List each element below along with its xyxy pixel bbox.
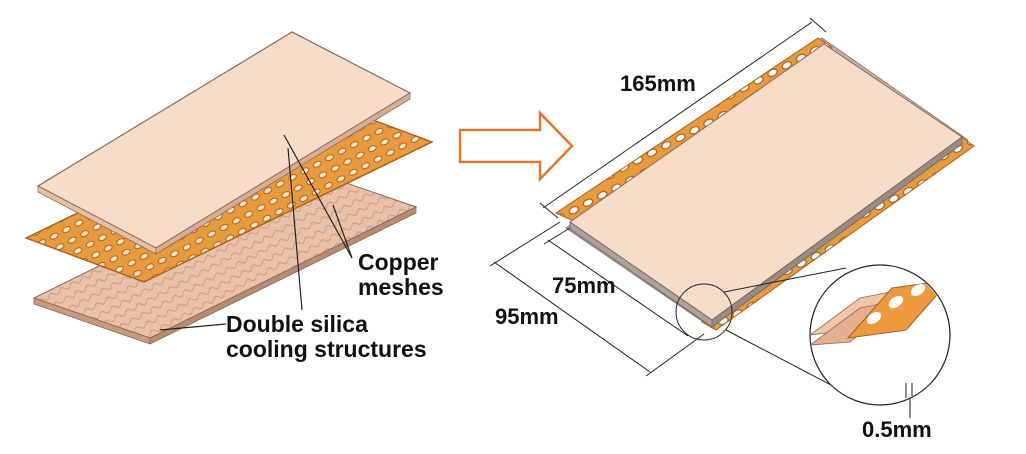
dim-outer-line — [493, 261, 651, 373]
zoom-mesh-hole-2 — [888, 295, 904, 309]
dim-length-ext-left — [539, 202, 559, 219]
copper-meshes-label-line2: meshes — [358, 273, 444, 300]
dim-outer-width-label: 95mm — [495, 304, 559, 329]
dim-inner-line — [547, 239, 689, 337]
transform-arrow-icon — [458, 109, 574, 183]
dim-length-line — [542, 21, 813, 209]
leader-copper-top — [283, 134, 353, 259]
dim-outer-ext — [489, 221, 561, 267]
silica-label-line1: Double silica — [226, 311, 368, 337]
assembled-module — [554, 37, 975, 331]
assembled-mesh-edge-left — [554, 37, 833, 222]
dimension-lines — [489, 17, 827, 377]
silica-top-side — [155, 92, 411, 255]
dim-length-label: 165mm — [620, 71, 696, 96]
leader-lines — [159, 134, 353, 331]
dim-outer-ext-right — [645, 333, 705, 377]
leader-copper-mesh — [332, 204, 353, 259]
detail-magnifier — [675, 264, 951, 418]
dim-length-ext-right — [809, 17, 827, 33]
silica-label-line2: cooling structures — [226, 335, 427, 362]
exploded-assembly — [24, 31, 434, 345]
silica-bottom-side — [149, 206, 417, 345]
copper-meshes-label: Copper meshes — [358, 250, 444, 300]
dim-inner-width-label: 75mm — [552, 273, 616, 298]
dim-inner-ext — [543, 227, 571, 245]
detail-source-circle — [675, 283, 733, 341]
zoom-mesh-hole-3 — [910, 283, 926, 297]
dim-thickness-label: 0.5mm — [862, 417, 932, 442]
zoom-mesh-hole-1 — [866, 311, 882, 325]
copper-meshes-label-line1: Copper — [358, 249, 439, 275]
leader-silica-top — [287, 147, 303, 311]
detail-connector-top — [723, 267, 847, 293]
silica-structures-label: Double silica cooling structures — [226, 312, 427, 362]
assembled-top-front — [569, 221, 713, 328]
leader-silica-bottom — [159, 323, 227, 331]
